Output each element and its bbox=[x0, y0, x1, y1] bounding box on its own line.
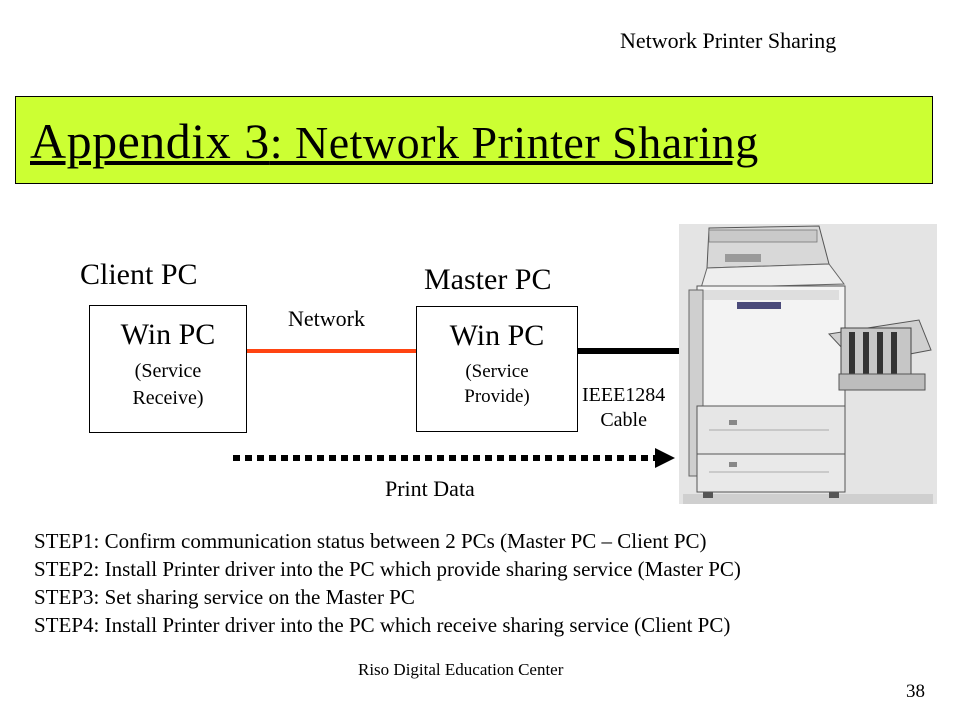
network-label: Network bbox=[288, 306, 365, 331]
print-data-arrow bbox=[233, 448, 675, 468]
ieee-label-line1: IEEE1284 bbox=[582, 384, 666, 406]
client-pc-service-line2: Receive) bbox=[132, 387, 204, 409]
master-pc-service-line2: Provide) bbox=[464, 386, 530, 407]
steps-list: STEP1: Confirm communication status betw… bbox=[34, 527, 741, 639]
title-main: Appendix 3 bbox=[30, 113, 270, 169]
master-pc-title: Win PC bbox=[449, 319, 545, 352]
step-item: STEP3: Set sharing service on the Master… bbox=[34, 585, 415, 609]
step-item: STEP1: Confirm communication status betw… bbox=[34, 529, 707, 553]
client-pc-box: Win PC (Service Receive) bbox=[89, 305, 247, 433]
master-pc-service-line1: (Service bbox=[465, 361, 529, 382]
title-rest: : Network Printer Sharing bbox=[269, 117, 759, 168]
header-note: Network Printer Sharing bbox=[620, 28, 837, 53]
printer-image bbox=[679, 224, 937, 504]
ieee-label-line2: Cable bbox=[600, 409, 647, 431]
step-item: STEP2: Install Printer driver into the P… bbox=[34, 557, 741, 581]
client-pc-label: Client PC bbox=[80, 258, 198, 291]
step-item: STEP4: Install Printer driver into the P… bbox=[34, 613, 731, 637]
footer-credit: Riso Digital Education Center bbox=[358, 660, 564, 679]
network-connection-line bbox=[247, 349, 416, 353]
slide-title: Appendix 3: Network Printer Sharing bbox=[30, 112, 759, 170]
client-pc-title: Win PC bbox=[120, 318, 216, 351]
ieee1284-cable-line bbox=[578, 348, 680, 354]
page-number: 38 bbox=[906, 681, 925, 702]
print-data-label: Print Data bbox=[385, 476, 475, 501]
master-pc-label: Master PC bbox=[424, 263, 552, 296]
master-pc-box: Win PC (Service Provide) bbox=[416, 306, 578, 432]
title-band bbox=[15, 96, 933, 184]
client-pc-service-line1: (Service bbox=[134, 360, 202, 382]
